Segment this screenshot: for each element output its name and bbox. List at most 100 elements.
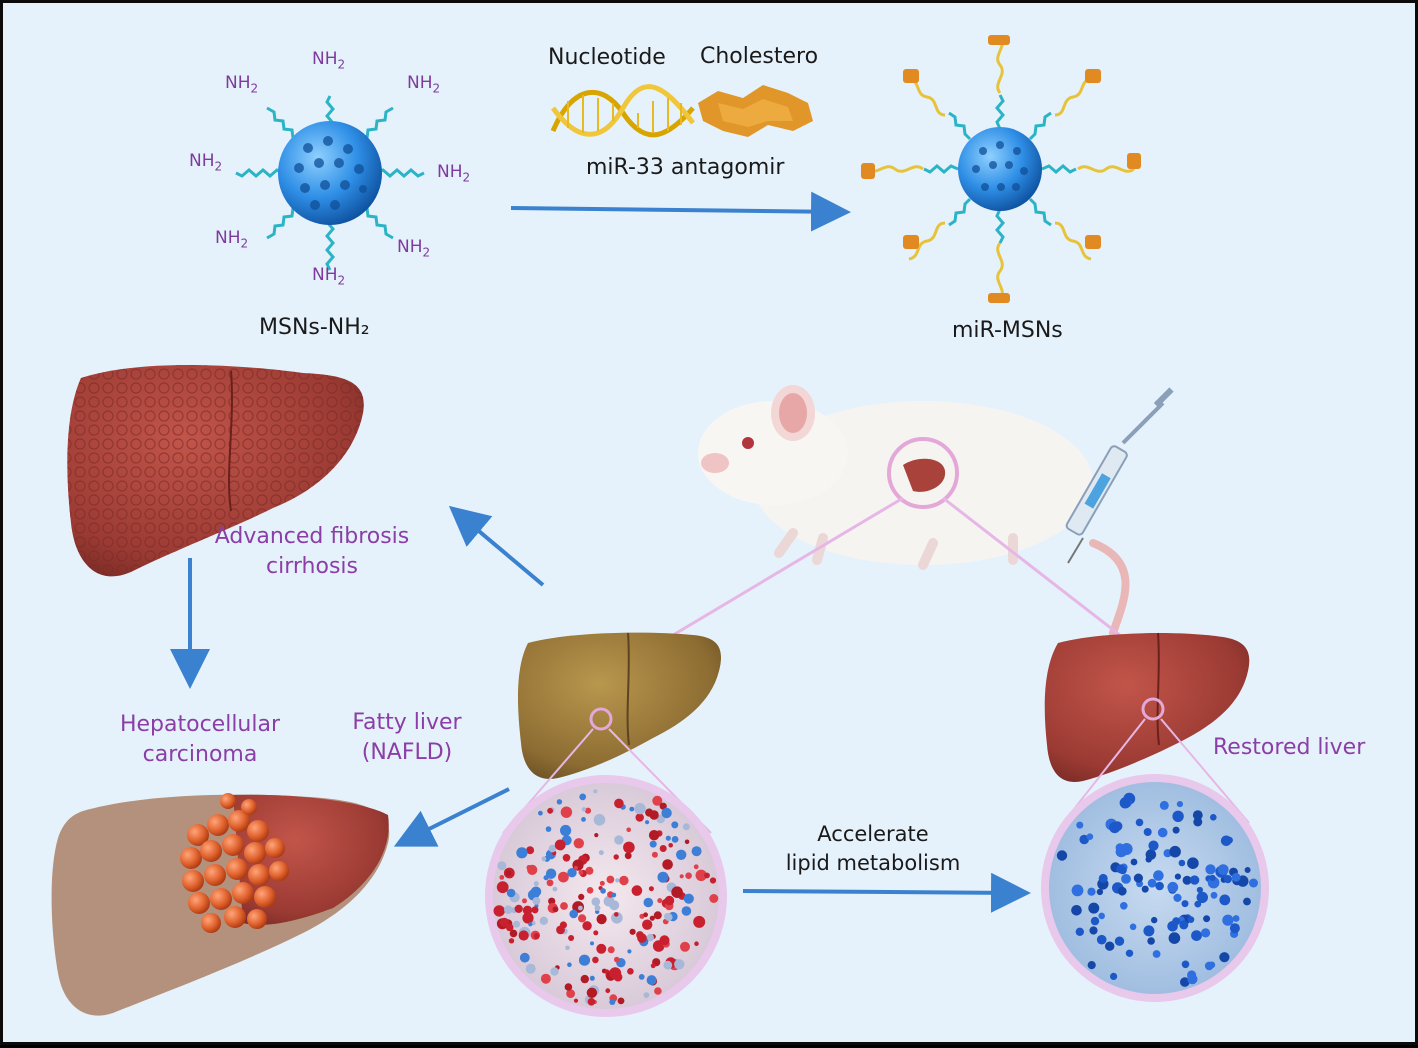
zoom-line bbox=[642, 496, 904, 655]
stain-dot bbox=[1117, 886, 1127, 896]
stain-dot bbox=[1196, 891, 1209, 904]
stain-dot bbox=[1249, 878, 1258, 888]
stain-dot bbox=[1217, 864, 1229, 875]
dna-strand-icon bbox=[550, 84, 695, 138]
stain-dot bbox=[578, 914, 587, 923]
stain-dot bbox=[665, 835, 671, 841]
antagomir-label: miR-33 antagomir bbox=[586, 155, 785, 180]
stain-dot bbox=[552, 906, 559, 913]
stain-dot bbox=[506, 888, 516, 898]
stain-dot bbox=[1182, 875, 1192, 885]
amine-label: NH2 bbox=[407, 73, 441, 96]
stain-dot bbox=[691, 846, 702, 857]
stain-dot bbox=[619, 875, 629, 886]
stain-dot bbox=[573, 865, 579, 871]
stain-dot bbox=[522, 912, 534, 924]
mouse-icon bbox=[698, 385, 1130, 637]
stain-dot bbox=[643, 897, 654, 908]
stain-dot bbox=[611, 892, 617, 898]
stain-dot bbox=[1205, 864, 1216, 875]
stain-dot bbox=[1119, 797, 1131, 809]
stain-dot bbox=[1071, 884, 1084, 897]
stain-dot bbox=[1201, 928, 1211, 938]
stain-dot bbox=[1223, 875, 1232, 884]
stain-dot bbox=[505, 923, 514, 932]
stain-dot bbox=[567, 868, 577, 878]
stain-dot bbox=[550, 967, 559, 976]
stain-dot bbox=[518, 930, 529, 941]
stain-dot bbox=[1187, 916, 1195, 923]
stain-dot bbox=[614, 956, 620, 963]
stain-dot bbox=[614, 912, 619, 917]
stain-dot bbox=[709, 877, 717, 884]
stain-dot bbox=[596, 914, 607, 925]
stain-dot bbox=[556, 925, 565, 935]
stain-dot bbox=[1219, 952, 1230, 963]
amine-label: NH2 bbox=[437, 162, 471, 185]
stain-dot bbox=[567, 962, 572, 967]
stain-dot bbox=[1167, 881, 1179, 893]
stain-dot bbox=[1088, 902, 1100, 914]
stain-dot bbox=[1173, 893, 1182, 903]
stain-dot bbox=[614, 798, 624, 809]
stain-dot bbox=[1193, 817, 1203, 827]
stain-dot bbox=[1116, 846, 1128, 857]
stain-dot bbox=[579, 793, 587, 801]
stain-dot bbox=[1143, 925, 1155, 937]
stain-dot bbox=[1089, 926, 1098, 935]
stain-dot bbox=[1187, 857, 1199, 869]
stain-dot bbox=[1172, 810, 1184, 822]
stain-dot bbox=[526, 846, 535, 855]
stain-dot bbox=[683, 893, 694, 904]
stain-dot bbox=[1172, 917, 1181, 926]
stain-dot bbox=[562, 854, 571, 862]
restored-liver-label: Restored liver bbox=[1213, 735, 1366, 760]
zoom-line bbox=[942, 496, 1144, 655]
stain-dot bbox=[649, 810, 659, 820]
fibrosis-label: Advanced fibrosis cirrhosis bbox=[214, 524, 410, 579]
stain-dot bbox=[578, 905, 583, 911]
stain-dot bbox=[568, 935, 575, 941]
stain-dot bbox=[1231, 872, 1241, 882]
stain-dot bbox=[1120, 902, 1128, 910]
amine-label: NH2 bbox=[225, 73, 259, 96]
stain-dot bbox=[569, 909, 578, 919]
stain-dot bbox=[522, 898, 527, 904]
stain-dot bbox=[637, 933, 647, 943]
stain-dot bbox=[645, 820, 650, 825]
stain-dot bbox=[648, 830, 660, 841]
stain-dot bbox=[1189, 875, 1200, 885]
stain-dot bbox=[1176, 801, 1183, 808]
stain-dot bbox=[662, 859, 673, 870]
stain-dot bbox=[649, 840, 657, 848]
amine-label: NH2 bbox=[215, 228, 249, 251]
stain-dot bbox=[1079, 834, 1089, 845]
stain-dot bbox=[1098, 873, 1108, 883]
stain-dot bbox=[1191, 930, 1202, 941]
stain-dot bbox=[652, 795, 663, 806]
stain-dot bbox=[504, 905, 513, 914]
liver-icon bbox=[517, 632, 722, 779]
stain-dot bbox=[615, 878, 620, 883]
stain-dot bbox=[646, 975, 657, 986]
stain-dot bbox=[650, 963, 656, 969]
stain-dot bbox=[624, 852, 632, 860]
stain-dot bbox=[1208, 961, 1216, 969]
stain-dot bbox=[516, 847, 528, 859]
hcc-label: Hepatocellular carcinoma bbox=[119, 712, 281, 767]
stain-dot bbox=[1056, 850, 1068, 861]
stain-dot bbox=[605, 988, 611, 994]
stain-dot bbox=[1148, 840, 1159, 851]
stain-dot bbox=[679, 874, 684, 879]
stain-dot bbox=[1180, 977, 1190, 987]
cholesterol-label: Cholestero bbox=[700, 44, 819, 69]
liver-icon bbox=[1044, 632, 1250, 782]
stain-dot bbox=[600, 888, 606, 894]
stain-dot bbox=[1110, 972, 1118, 981]
stain-dot bbox=[661, 807, 672, 819]
amine-nanoparticle bbox=[235, 95, 425, 271]
conjugated-nanoparticle bbox=[861, 35, 1141, 303]
amine-label: NH2 bbox=[397, 237, 431, 260]
stain-dot bbox=[1172, 826, 1180, 834]
stain-dot bbox=[664, 895, 675, 906]
